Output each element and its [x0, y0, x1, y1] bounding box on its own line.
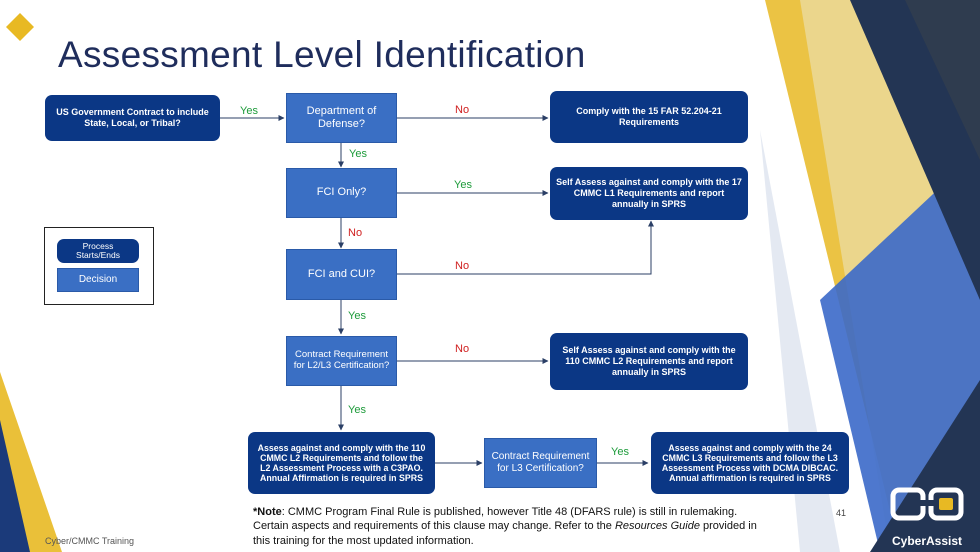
node-l3-requirement: Contract Requirement for L3 Certificatio… [484, 438, 597, 488]
label-yes-fcicui-l2l3: Yes [348, 310, 366, 322]
legend: Process Starts/Ends Decision [44, 227, 154, 305]
footer-text: Cyber/CMMC Training [45, 536, 135, 546]
label-yes-dod-fcionly: Yes [349, 148, 367, 160]
bg-right-navy-dark [905, 0, 980, 160]
label-no-dod-far: No [455, 104, 470, 116]
page-title: Assessment Level Identification [58, 34, 586, 75]
label-no-fcionly-fcicui: No [348, 227, 363, 239]
node-l2-self: Self Assess against and comply with the … [550, 333, 748, 390]
note-part1: : CMMC Program Final Rule is published, … [253, 506, 738, 533]
node-us-gov-contract: US Government Contract to include State,… [45, 95, 220, 141]
node-l1: Self Assess against and comply with the … [550, 167, 748, 220]
label-yes-l2l3-c3pao: Yes [348, 404, 366, 416]
node-l2l3-requirement: Contract Requirement for L2/L3 Certifica… [286, 336, 397, 386]
label-no-l2l3-l2self: No [455, 343, 470, 355]
node-l2-c3pao: Assess against and comply with the 110 C… [248, 432, 435, 494]
node-fci-only: FCI Only? [286, 168, 397, 218]
label-yes-fcionly-l1: Yes [454, 179, 472, 191]
label-yes-l3req-l3: Yes [611, 446, 629, 458]
node-l3: Assess against and comply with the 24 CM… [651, 432, 849, 494]
node-far: Comply with the 15 FAR 52.204-21 Require… [550, 91, 748, 143]
footnote: *Note: CMMC Program Final Rule is publis… [253, 505, 773, 548]
note-bold: *Note [253, 506, 282, 518]
gold-diamond-icon [6, 13, 34, 41]
bg-left-navy [0, 420, 30, 552]
cyberassist-logo: CyberAssist [881, 484, 973, 550]
legend-decision: Decision [57, 268, 139, 292]
page-number: 41 [836, 508, 847, 518]
note-part2: provided in this training for the most u… [253, 520, 757, 547]
cyberassist-logo-icon [890, 487, 964, 521]
note-italic: Resources Guide [614, 520, 700, 533]
node-fci-cui: FCI and CUI? [286, 249, 397, 300]
legend-terminal: Process Starts/Ends [57, 239, 139, 263]
logo-text: CyberAssist [891, 534, 963, 548]
label-no-fcicui-l1: No [455, 260, 470, 272]
label-yes-usgov-dod: Yes [240, 105, 258, 117]
edge-fcicui-l1 [397, 220, 654, 275]
node-dod: Department of Defense? [286, 93, 397, 143]
